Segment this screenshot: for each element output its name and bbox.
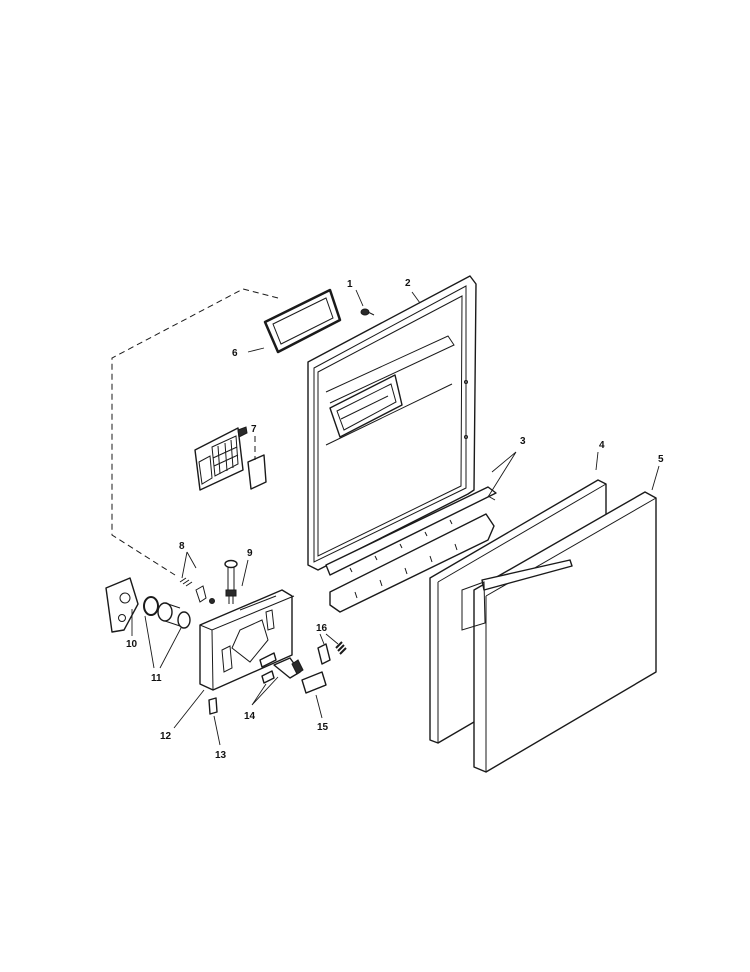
callout-7: 7 xyxy=(251,424,257,435)
part-9-knob xyxy=(224,559,238,604)
callout-2: 2 xyxy=(405,278,411,289)
leader-13 xyxy=(213,715,221,746)
part-13-clip xyxy=(208,697,218,715)
part-11-rings xyxy=(143,596,191,629)
part-3-trim xyxy=(325,486,497,613)
part-5-panel xyxy=(461,491,657,773)
callout-11: 11 xyxy=(151,673,162,684)
part-10-bezel xyxy=(105,577,139,633)
leader-6 xyxy=(247,347,265,353)
part-15-switch xyxy=(301,671,327,694)
part-6-gasket xyxy=(263,288,342,354)
leader-11 xyxy=(144,615,182,669)
callout-8: 8 xyxy=(179,541,185,552)
callout-10: 10 xyxy=(126,639,138,650)
callout-6: 6 xyxy=(232,348,238,359)
callout-4: 4 xyxy=(599,440,605,451)
leader-2 xyxy=(411,291,421,304)
leader-14 xyxy=(251,676,279,706)
part-16-springs xyxy=(317,641,347,665)
part-8-latch xyxy=(179,577,215,604)
leader-5 xyxy=(651,465,660,491)
leader-4 xyxy=(595,451,599,471)
callout-16: 16 xyxy=(316,623,328,634)
leader-15 xyxy=(315,694,323,719)
part-2-inner-door xyxy=(307,275,477,571)
leader-3 xyxy=(487,451,517,498)
callout-1: 1 xyxy=(347,279,353,290)
part-7-dispenser xyxy=(194,426,267,491)
part-14-actuators xyxy=(259,652,304,684)
callout-9: 9 xyxy=(247,548,253,559)
callout-13: 13 xyxy=(215,750,227,761)
leader-16 xyxy=(319,633,339,645)
callout-3: 3 xyxy=(520,436,526,447)
part-1-screw xyxy=(360,308,375,316)
callout-12: 12 xyxy=(160,731,172,742)
callout-14: 14 xyxy=(244,711,256,722)
callout-15: 15 xyxy=(317,722,329,733)
part-12-housing xyxy=(199,589,295,691)
leader-9 xyxy=(241,559,249,587)
leader-1 xyxy=(355,289,364,307)
leader-8 xyxy=(181,551,197,579)
leader-12 xyxy=(173,689,205,729)
dashed-connector xyxy=(111,288,279,576)
callout-5: 5 xyxy=(658,454,664,465)
